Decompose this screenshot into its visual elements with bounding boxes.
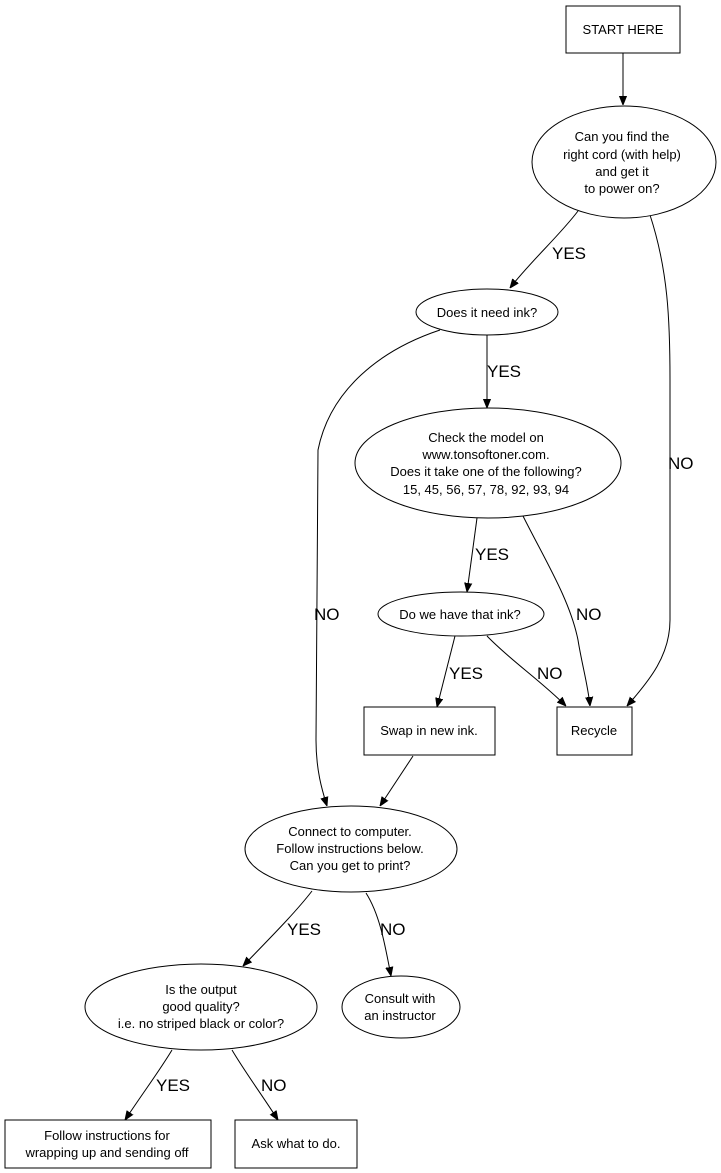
node-have-ink-text: Do we have that ink? [399, 607, 520, 622]
edge-label-quality-yes: YES [156, 1076, 190, 1095]
edge-labels: YES NO YES NO YES NO YES NO YES NO YES N… [156, 244, 694, 1095]
node-cord-line: Can you find the [575, 129, 670, 144]
node-ask: Ask what to do. [234, 1119, 358, 1169]
node-check-model: Check the model on www.tonsoftoner.com. … [354, 407, 622, 519]
node-cord-line: right cord (with help) [563, 147, 681, 162]
edge-check-model-to-recycle-no [522, 515, 590, 706]
edge-label-need-ink-yes: YES [487, 362, 521, 381]
node-need-ink-text: Does it need ink? [437, 305, 537, 320]
node-swap: Swap in new ink. [363, 706, 496, 756]
edge-label-have-ink-no: NO [537, 664, 563, 683]
edge-quality-to-follow-yes [125, 1049, 173, 1120]
node-cord-line: and get it [595, 164, 649, 179]
edge-label-check-model-yes: YES [475, 545, 509, 564]
node-cord: Can you find the right cord (with help) … [531, 105, 717, 219]
node-check-model-line: Does it take one of the following? [390, 464, 582, 479]
node-need-ink: Does it need ink? [415, 288, 559, 336]
node-swap-text: Swap in new ink. [380, 723, 478, 738]
edge-label-cord-yes: YES [552, 244, 586, 263]
edge-check-model-to-have-ink-yes [467, 517, 478, 592]
edge-label-connect-no: NO [380, 920, 406, 939]
node-consult: Consult with an instructor [341, 975, 461, 1039]
node-connect-line: Connect to computer. [288, 824, 412, 839]
node-quality-line: i.e. no striped black or color? [118, 1016, 284, 1031]
node-check-model-line: 15, 45, 56, 57, 78, 92, 93, 94 [403, 482, 569, 497]
edge-cord-to-recycle-no [627, 214, 671, 706]
node-connect: Connect to computer. Follow instructions… [244, 805, 458, 893]
node-follow-line: Follow instructions for [44, 1128, 170, 1143]
edge-swap-to-connect [380, 755, 414, 806]
edge-cord-to-need-ink-yes [510, 210, 579, 288]
edge-label-check-model-no: NO [576, 605, 602, 624]
node-quality: Is the output good quality? i.e. no stri… [84, 963, 318, 1051]
edge-label-connect-yes: YES [287, 920, 321, 939]
edge-label-quality-no: NO [261, 1076, 287, 1095]
edges [125, 53, 671, 1120]
edge-need-ink-to-connect-no [315, 329, 441, 806]
edge-connect-to-quality-yes [243, 890, 313, 966]
edge-connect-to-consult-no [365, 892, 391, 976]
node-start-text: START HERE [583, 22, 664, 37]
node-consult-line: an instructor [364, 1008, 436, 1023]
node-have-ink: Do we have that ink? [377, 591, 545, 637]
edge-have-ink-to-recycle-no [486, 635, 566, 706]
node-connect-line: Can you get to print? [290, 858, 411, 873]
node-follow: Follow instructions for wrapping up and … [4, 1119, 212, 1169]
node-connect-line: Follow instructions below. [276, 841, 423, 856]
node-quality-line: Is the output [165, 982, 237, 997]
node-follow-line: wrapping up and sending off [24, 1145, 188, 1160]
edge-label-cord-no: NO [668, 454, 694, 473]
node-consult-line: Consult with [365, 991, 436, 1006]
node-recycle-text: Recycle [571, 723, 617, 738]
edge-have-ink-to-swap-yes [437, 635, 456, 707]
node-start: START HERE [565, 5, 681, 54]
edge-label-need-ink-no: NO [314, 605, 340, 624]
node-check-model-line: Check the model on [428, 430, 544, 445]
edge-label-have-ink-yes: YES [449, 664, 483, 683]
edge-quality-to-ask-no [231, 1049, 278, 1120]
node-check-model-line: www.tonsoftoner.com. [421, 447, 549, 462]
node-recycle: Recycle [556, 706, 633, 756]
node-quality-line: good quality? [162, 999, 239, 1014]
node-cord-line: to power on? [584, 181, 659, 196]
node-ask-text: Ask what to do. [252, 1136, 341, 1151]
